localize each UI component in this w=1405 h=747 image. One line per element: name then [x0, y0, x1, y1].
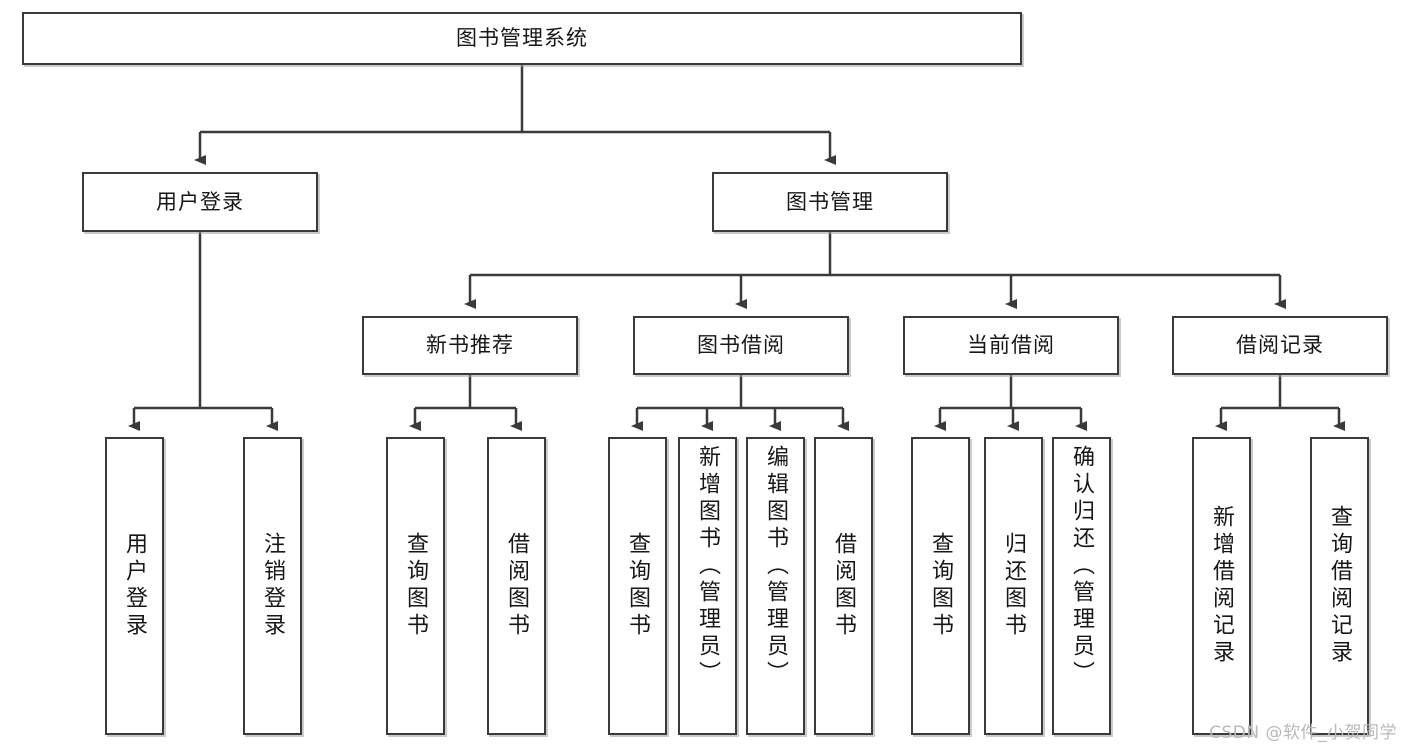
node-leaf-query-record[interactable]: 查询借阅记录 — [1310, 437, 1369, 735]
node-leaf-return-book[interactable]: 归还图书 — [984, 437, 1043, 735]
node-borrow-record[interactable]: 借阅记录 — [1172, 316, 1388, 375]
node-user-login[interactable]: 用户登录 — [82, 172, 318, 232]
node-leaf-query-book-2-label: 查询图书 — [625, 532, 651, 640]
node-leaf-query-book-1[interactable]: 查询图书 — [386, 437, 445, 735]
node-leaf-borrow-book-1[interactable]: 借阅图书 — [487, 437, 546, 735]
node-leaf-add-book[interactable]: 新增图书（管理员） — [678, 437, 737, 735]
node-book-borrow[interactable]: 图书借阅 — [633, 316, 849, 375]
node-current-borrow-label: 当前借阅 — [967, 333, 1055, 358]
node-leaf-query-book-1-label: 查询图书 — [403, 532, 429, 640]
node-leaf-edit-book-label: 编辑图书（管理员） — [763, 445, 789, 688]
node-root[interactable]: 图书管理系统 — [22, 12, 1022, 65]
node-current-borrow[interactable]: 当前借阅 — [903, 316, 1119, 375]
node-leaf-borrow-book-1-label: 借阅图书 — [504, 532, 530, 640]
node-leaf-user-logout[interactable]: 注销登录 — [243, 437, 302, 735]
node-new-book-recommend-label: 新书推荐 — [426, 333, 514, 358]
node-leaf-return-book-label: 归还图书 — [1001, 532, 1027, 640]
node-leaf-query-record-label: 查询借阅记录 — [1327, 505, 1353, 667]
node-user-login-label: 用户登录 — [156, 189, 244, 214]
node-leaf-query-book-2[interactable]: 查询图书 — [608, 437, 667, 735]
node-book-manage[interactable]: 图书管理 — [712, 172, 948, 232]
node-leaf-edit-book[interactable]: 编辑图书（管理员） — [746, 437, 805, 735]
node-leaf-query-book-3-label: 查询图书 — [928, 532, 954, 640]
node-book-manage-label: 图书管理 — [786, 189, 874, 214]
node-leaf-add-book-label: 新增图书（管理员） — [695, 445, 721, 688]
node-leaf-user-logout-label: 注销登录 — [260, 532, 286, 640]
node-new-book-recommend[interactable]: 新书推荐 — [362, 316, 578, 375]
node-leaf-add-record[interactable]: 新增借阅记录 — [1192, 437, 1251, 735]
node-borrow-record-label: 借阅记录 — [1236, 333, 1324, 358]
node-leaf-borrow-book-2-label: 借阅图书 — [831, 532, 857, 640]
node-leaf-add-record-label: 新增借阅记录 — [1209, 505, 1235, 667]
node-leaf-user-login[interactable]: 用户登录 — [105, 437, 164, 735]
node-leaf-user-login-label: 用户登录 — [122, 532, 148, 640]
node-leaf-borrow-book-2[interactable]: 借阅图书 — [814, 437, 873, 735]
node-leaf-confirm-return-label: 确认归还（管理员） — [1069, 445, 1095, 688]
node-root-label: 图书管理系统 — [456, 26, 588, 51]
node-book-borrow-label: 图书借阅 — [697, 333, 785, 358]
node-leaf-query-book-3[interactable]: 查询图书 — [911, 437, 970, 735]
watermark: CSDN @软件_小贺同学 — [1209, 723, 1397, 743]
node-leaf-confirm-return[interactable]: 确认归还（管理员） — [1052, 437, 1111, 735]
